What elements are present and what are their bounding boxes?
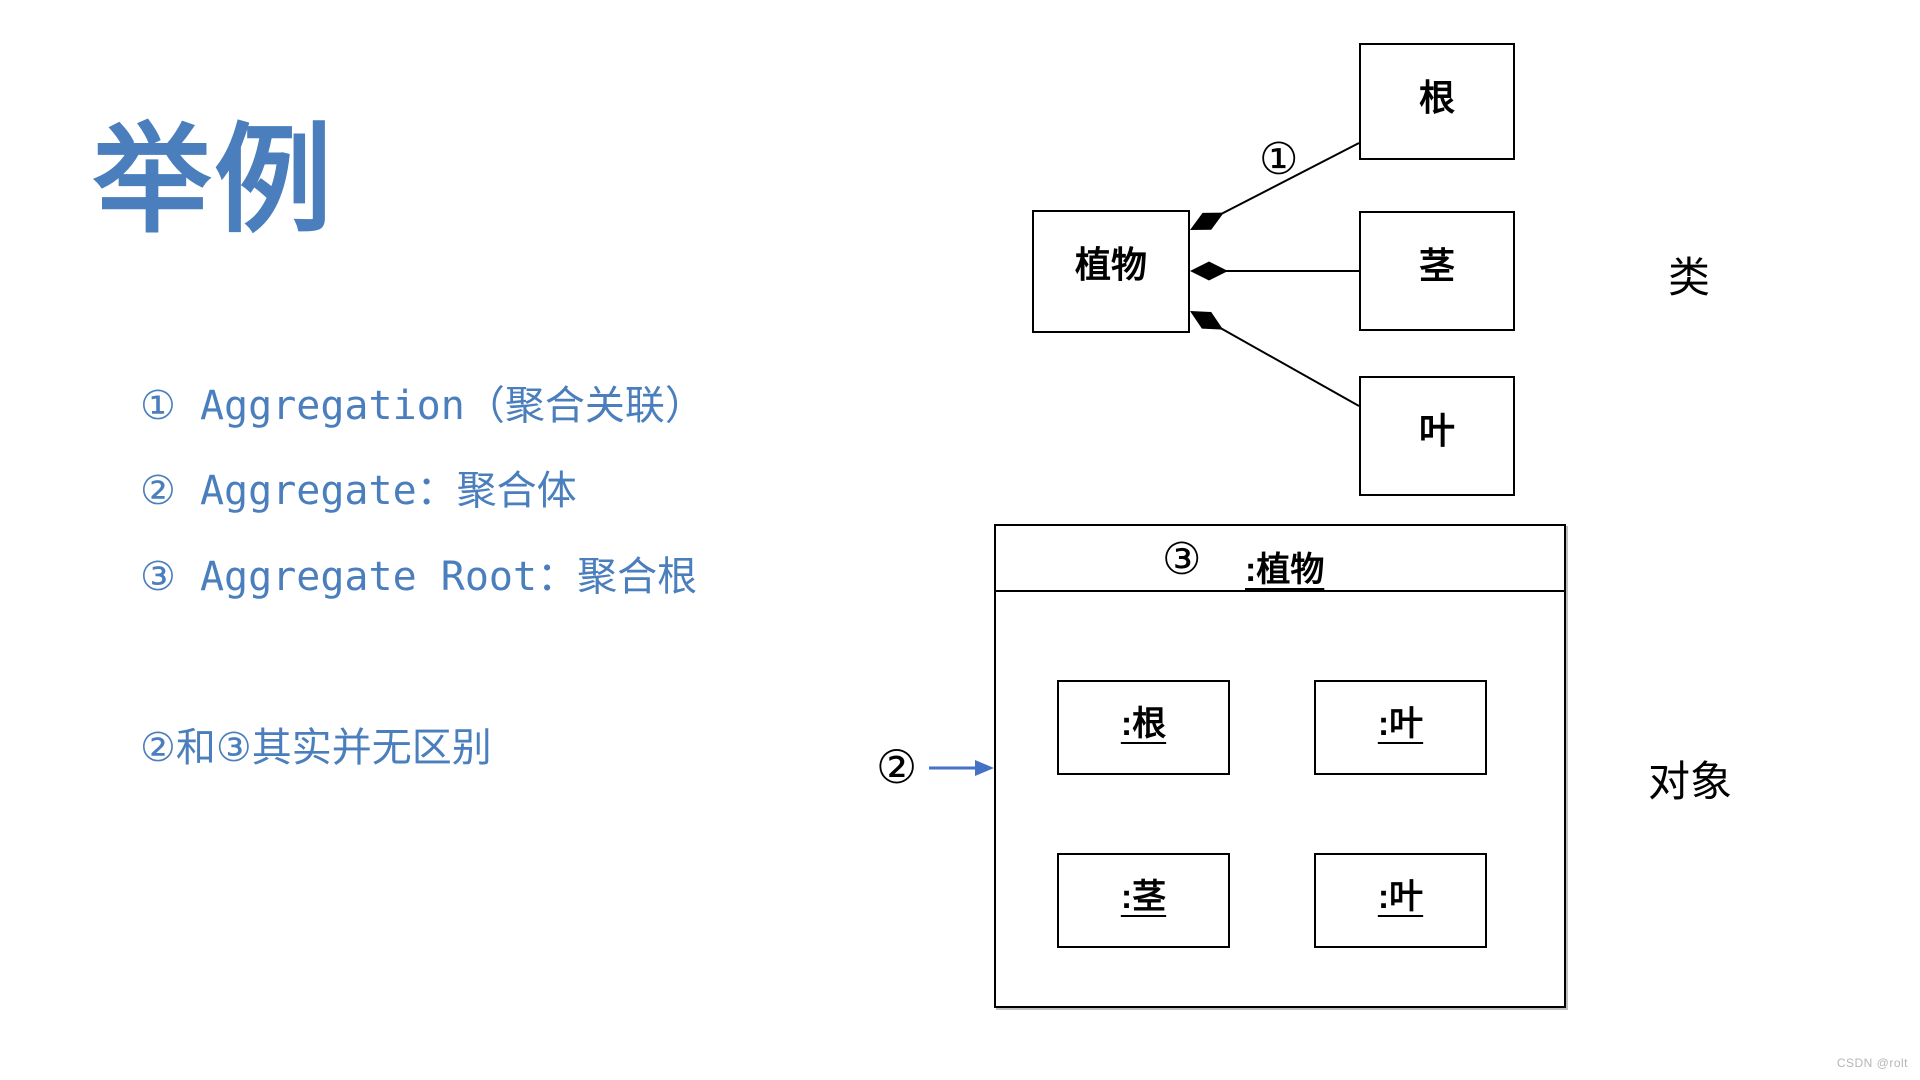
side-label-object: 对象 xyxy=(1648,758,1733,805)
circled-number-2-icon: ② xyxy=(876,740,918,794)
class-box-plant-label: 植物 xyxy=(1074,244,1147,285)
circled-number-3-icon: ③ xyxy=(1162,534,1202,585)
class-box-root: 根 xyxy=(1359,43,1515,160)
object-box-leaf-2-label: :叶 xyxy=(1377,878,1424,916)
side-label-class: 类 xyxy=(1668,254,1711,301)
object-box-stem-label: :茎 xyxy=(1120,878,1167,916)
csdn-watermark: CSDN @rolt xyxy=(1836,1056,1908,1070)
class-box-leaf-label: 叶 xyxy=(1418,410,1455,451)
note-text: ②和③其实并无区别 xyxy=(140,726,492,770)
class-box-stem: 茎 xyxy=(1359,211,1515,331)
class-box-root-label: 根 xyxy=(1418,77,1455,118)
composition-diamond-stem xyxy=(1190,261,1228,281)
pointer-arrow-head-icon xyxy=(975,760,994,776)
circled-number-1-icon: ① xyxy=(1259,134,1299,185)
class-box-stem-label: 茎 xyxy=(1418,245,1455,286)
object-box-root-label: :根 xyxy=(1120,705,1167,743)
object-box-stem: :茎 xyxy=(1057,853,1230,948)
bullet-aggregate-root: ③ Aggregate Root：聚合根 xyxy=(140,554,698,600)
composition-diamond-leaf xyxy=(1190,311,1224,330)
object-box-leaf-1-label: :叶 xyxy=(1377,705,1424,743)
class-box-plant: 植物 xyxy=(1032,210,1190,333)
object-box-root: :根 xyxy=(1057,680,1230,775)
bullet-aggregation: ① Aggregation（聚合关联） xyxy=(140,383,705,429)
object-box-plant-header: :植物 xyxy=(996,526,1564,592)
class-box-leaf: 叶 xyxy=(1359,376,1515,496)
bullet-aggregate: ② Aggregate：聚合体 xyxy=(140,468,577,514)
object-box-plant-title: :植物 xyxy=(1245,551,1325,589)
object-box-leaf-2: :叶 xyxy=(1314,853,1487,948)
object-box-leaf-1: :叶 xyxy=(1314,680,1487,775)
object-box-plant: :植物 :根 :叶 :茎 :叶 xyxy=(994,524,1566,1008)
page-title: 举例 xyxy=(93,115,336,247)
composition-diamond-root xyxy=(1190,212,1224,230)
